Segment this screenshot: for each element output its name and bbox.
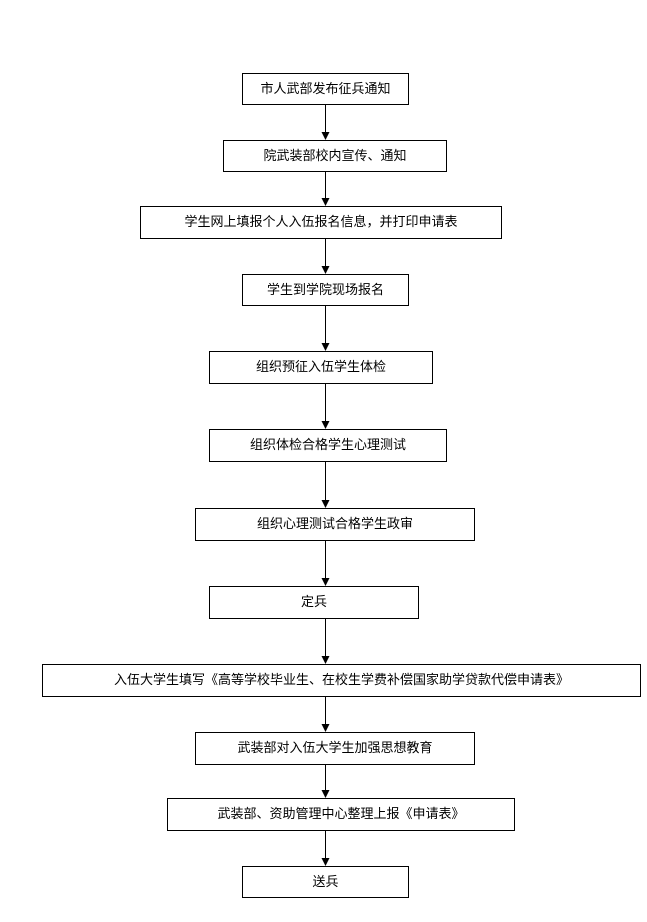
step-notice-issued: 市人武部发布征兵通知 xyxy=(242,73,409,105)
step-onsite-registration: 学生到学院现场报名 xyxy=(242,274,409,306)
step-campus-publicity: 院武装部校内宣传、通知 xyxy=(223,140,447,172)
step-psychological-test: 组织体检合格学生心理测试 xyxy=(209,429,447,462)
step-submit-applications: 武装部、资助管理中心整理上报《申请表》 xyxy=(167,798,515,831)
step-physical-exam: 组织预征入伍学生体检 xyxy=(209,351,433,384)
step-final-selection: 定兵 xyxy=(209,586,419,619)
step-send-off: 送兵 xyxy=(242,866,409,898)
step-fill-application-form: 入伍大学生填写《高等学校毕业生、在校生学费补偿国家助学贷款代偿申请表》 xyxy=(42,664,641,697)
step-online-registration: 学生网上填报个人入伍报名信息，并打印申请表 xyxy=(140,206,502,239)
step-ideological-education: 武装部对入伍大学生加强思想教育 xyxy=(195,732,475,765)
step-political-review: 组织心理测试合格学生政审 xyxy=(195,508,475,541)
